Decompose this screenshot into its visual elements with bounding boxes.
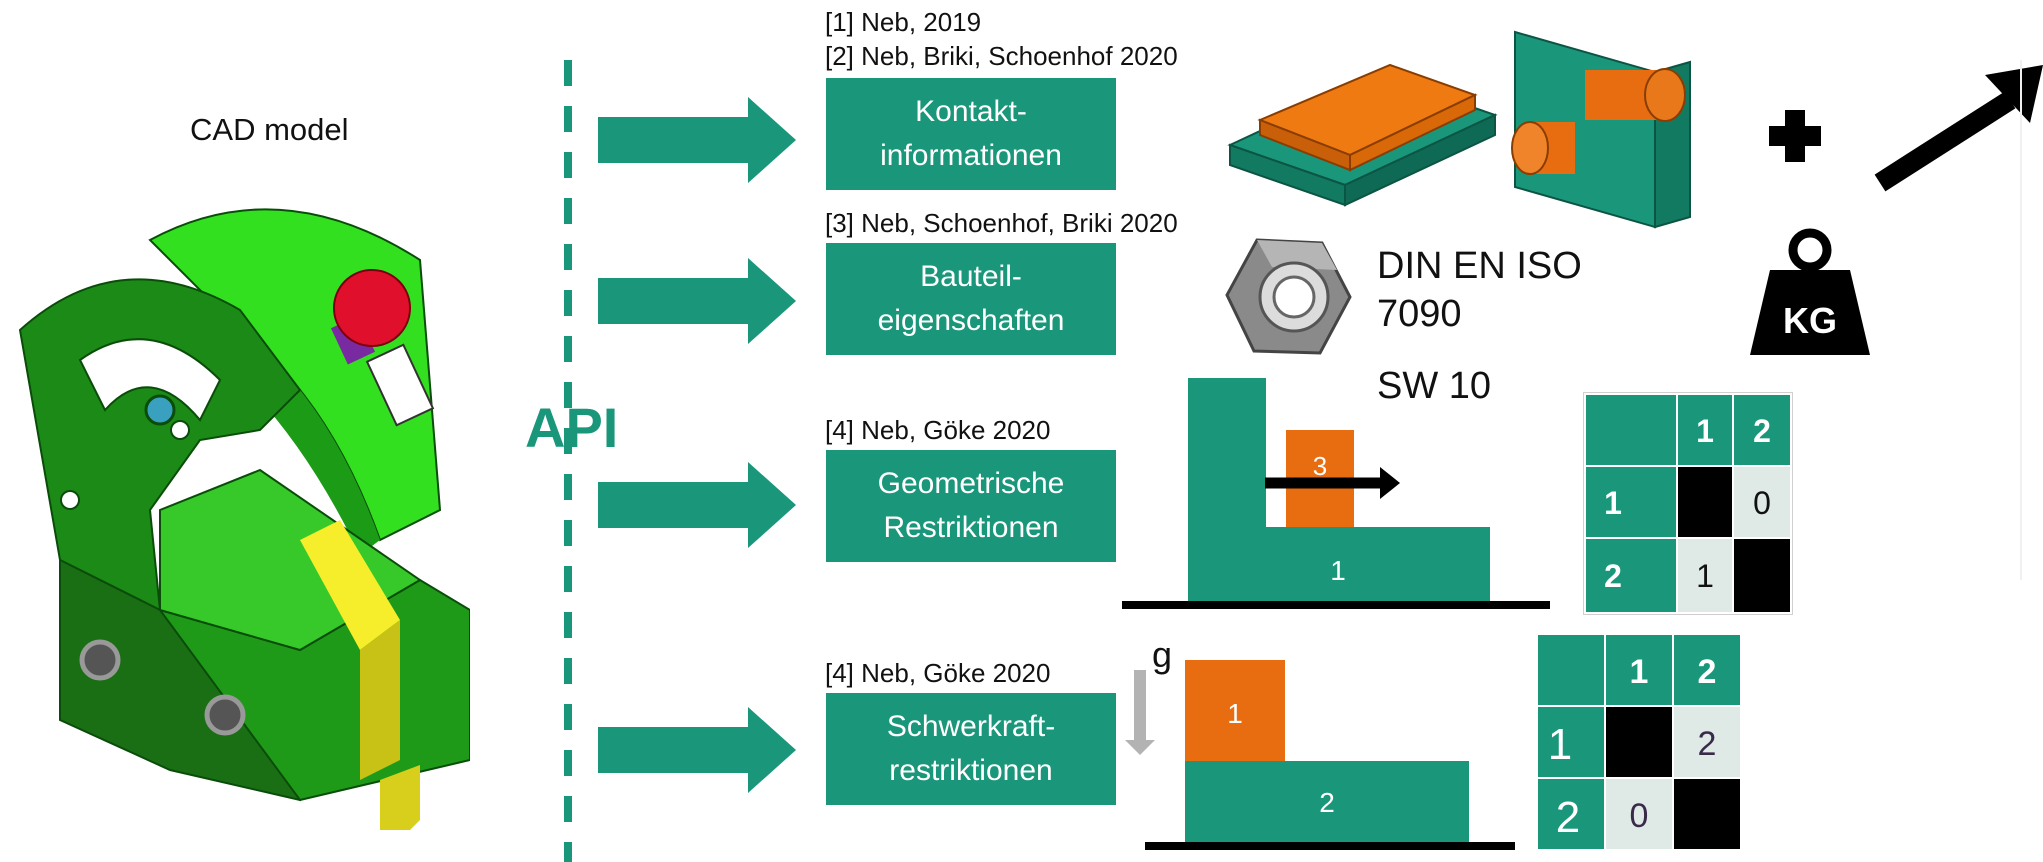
reference-2: [2] Neb, Briki, Schoenhof 2020 [825, 41, 1178, 71]
reference-4b: [4] Neb, Göke 2020 [825, 658, 1051, 688]
gravity-row-2-label: 2 [1556, 793, 1580, 842]
din-standard-line1: DIN EN ISO [1377, 245, 1582, 287]
geometric-restriction-illustration: 3 1 [1122, 378, 1550, 609]
geometric-row-2-label: 2 [1604, 558, 1622, 594]
geometric-header-1: 1 [1696, 413, 1714, 449]
gravity-base-label: 2 [1319, 787, 1335, 818]
gravity-g-label: g [1152, 640, 1172, 675]
weight-icon: KG [1750, 228, 1870, 355]
cad-model-label: CAD model [190, 112, 349, 147]
step-geometric-restrictions: Geometrische Restriktionen [826, 450, 1116, 562]
api-divider-line [564, 60, 572, 862]
step-gravity-line1: Schwerkraft- [886, 710, 1056, 743]
gravity-matrix: 1 2 1 2 2 0 [1538, 635, 1740, 849]
step-properties-line1: Bauteil- [920, 260, 1022, 293]
step-gravity-restrictions: Schwerkraft- restriktionen [826, 693, 1116, 805]
right-panel-edge [2020, 60, 2043, 580]
step-contact-line1: Kontakt- [915, 95, 1027, 128]
step-component-properties: Bauteil- eigenschaften [826, 243, 1116, 355]
step-geometric-line1: Geometrische [877, 467, 1065, 500]
gravity-header-1: 1 [1630, 653, 1649, 691]
step-gravity-line2: restriktionen [889, 754, 1053, 787]
contact-plate-illustration [1227, 63, 1498, 207]
arrow-to-geometric [598, 462, 796, 548]
geometric-base-label: 1 [1330, 555, 1346, 586]
output-arrow [1874, 65, 2043, 192]
reference-3: [3] Neb, Schoenhof, Briki 2020 [825, 208, 1178, 238]
geometric-row-1-label: 1 [1604, 485, 1622, 521]
gravity-cell-1-2: 2 [1698, 725, 1717, 763]
gravity-cell-2-1: 0 [1630, 797, 1649, 835]
gravity-row-1-label: 1 [1548, 720, 1572, 769]
step-properties-line2: eigenschaften [877, 304, 1065, 337]
hex-nut-icon [1225, 238, 1352, 355]
reference-4a: [4] Neb, Göke 2020 [825, 415, 1051, 445]
contact-cylinder-illustration [1511, 30, 1691, 229]
geometric-header-2: 2 [1753, 413, 1771, 449]
gravity-restriction-illustration: g 1 2 [1125, 640, 1515, 850]
gravity-block-label: 1 [1227, 698, 1243, 729]
step-geometric-line2: Restriktionen [883, 511, 1059, 544]
din-standard-line2: 7090 [1377, 293, 1462, 335]
gravity-header-2: 2 [1698, 653, 1717, 691]
cad-model-illustration [18, 208, 470, 830]
geometric-cell-2-1: 1 [1696, 558, 1714, 594]
api-label: API [525, 396, 619, 459]
geometric-cell-1-2: 0 [1753, 485, 1771, 521]
geometric-block-label: 3 [1313, 451, 1327, 481]
step-contact-line2: informationen [880, 139, 1062, 172]
arrow-to-gravity [598, 707, 796, 793]
arrow-to-properties [598, 258, 796, 344]
wrench-size-label: SW 10 [1377, 365, 1492, 407]
reference-1: [1] Neb, 2019 [825, 7, 982, 37]
weight-text: KG [1783, 300, 1837, 341]
step-contact-information: Kontakt- informationen [826, 78, 1116, 190]
arrow-to-contact [598, 97, 796, 183]
geometric-matrix: 1 2 1 2 0 1 [1583, 392, 1793, 615]
plus-icon [1769, 110, 1821, 162]
